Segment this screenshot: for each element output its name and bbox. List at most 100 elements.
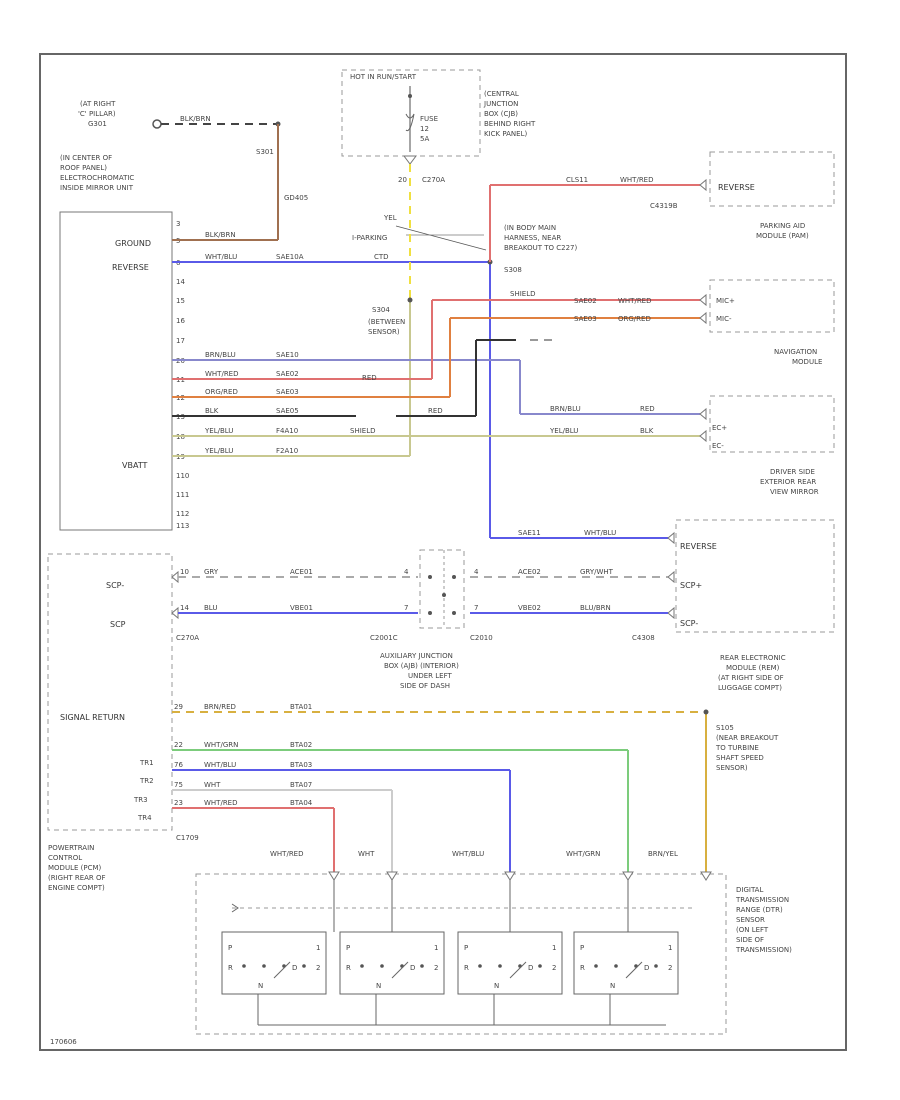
park-aid-box [709,151,835,207]
svg-text:UNDER LEFT: UNDER LEFT [408,672,452,680]
cjb-label: (CENTRAL JUNCTION BOX (CJB) BEHIND RIGHT… [483,90,536,138]
svg-text:LUGGAGE COMPT): LUGGAGE COMPT) [718,684,782,692]
dtr-switch-letter: N [610,982,615,990]
ext-mirror-label: DRIVER SIDE EXTERIOR REAR VIEW MIRROR [760,468,819,496]
c270a-label: C270A [176,634,199,642]
dtr-switch-group [573,931,679,995]
svg-text:23: 23 [174,799,183,807]
dtr-switch-letter: 2 [668,964,672,972]
dtr-switch-letter: 1 [552,944,556,952]
dtr-label: DIGITAL TRANSMISSION RANGE (DTR) SENSOR … [735,886,792,954]
svg-text:MODULE (PCM): MODULE (PCM) [48,864,101,872]
svg-text:AUXILIARY JUNCTION: AUXILIARY JUNCTION [380,652,453,660]
nav-c3-wire: ORG/RED [618,315,651,323]
svg-text:BOX (AJB) (INTERIOR): BOX (AJB) (INTERIOR) [384,662,459,670]
svg-text:VIEW MIRROR: VIEW MIRROR [770,488,819,496]
dtr-switch-group [339,931,445,995]
fuse-pin-label: 20 [398,176,407,184]
pcm-tr2-label: TR2 [139,777,154,785]
dtr-pin-connector [700,871,712,881]
rem-scp-minus-pin: SCP- [680,619,698,628]
dtr-switch-letter: 2 [316,964,320,972]
fuse-number: 12 [420,125,429,133]
svg-text:EXTERIOR REAR: EXTERIOR REAR [760,478,816,486]
mirror-pin-number: 113 [176,522,189,530]
dtr-contact [380,964,384,968]
scp-minus-circuit: VBE01 [290,604,313,612]
rem-label: REAR ELECTRONIC MODULE (REM) (AT RIGHT S… [718,654,786,692]
svg-text:TRANSMISSION): TRANSMISSION) [735,946,792,954]
scp-minus-wire: BLU [204,604,217,612]
mirror-pin-number: 111 [176,491,189,499]
svg-text:29: 29 [174,703,183,711]
dtr-switch-letter: 1 [668,944,672,952]
dtr-switch-letter: N [376,982,381,990]
svg-text:76: 76 [174,761,183,769]
wire-11-label: BRN/BLU [205,351,236,359]
diagram-ref-number: 170606 [50,1038,77,1046]
dtr-contact [498,964,502,968]
svg-text:10: 10 [180,568,189,576]
i-parking-label: I-PARKING [352,234,387,242]
park-aid-pin-label: REVERSE [718,183,755,192]
svg-text:WHT: WHT [358,850,375,858]
svg-text:SENSOR): SENSOR) [716,764,748,772]
svg-text:BOX (CJB): BOX (CJB) [484,110,518,118]
dtr-switch-group [221,931,327,995]
svg-text:POWERTRAIN: POWERTRAIN [48,844,94,852]
svg-text:'C' PILLAR): 'C' PILLAR) [78,110,116,118]
svg-text:(AT RIGHT: (AT RIGHT [80,100,116,108]
dtr-pin-connector [504,871,516,881]
dtr-switch-letter: R [228,964,233,972]
rem-box [675,519,835,633]
mirror-pin-number: 3 [176,220,180,228]
wire-mirror-ground-label: BLK/BRN [205,231,236,239]
mirror-label: (IN CENTER OF ROOF PANEL) ELECTROCHROMAT… [60,154,134,192]
dtr-contact [654,964,658,968]
dtr-sensor-box [195,873,727,1035]
pcm-label: POWERTRAIN CONTROL MODULE (PCM) (RIGHT R… [48,844,106,892]
dtr-switch-letter: D [644,964,649,972]
dtr-switch-arm [625,961,643,979]
dtr-contact [262,964,266,968]
mirror-pin-number: 14 [176,278,185,286]
mirror-pin-number: 16 [176,317,185,325]
svg-text:WHT/BLU: WHT/BLU [452,850,484,858]
svg-text:INSIDE MIRROR UNIT: INSIDE MIRROR UNIT [60,184,134,192]
g301-wire-label: BLK/BRN [180,115,211,123]
wire-19-label: YEL/BLU [204,427,233,435]
mirror-pin-number: 17 [176,337,185,345]
pcm-scp-label: SCP [110,620,126,629]
dtr-switch-letter: 2 [552,964,556,972]
svg-text:SIDE OF: SIDE OF [736,936,764,944]
park-aid-wire: WHT/RED [620,176,654,184]
svg-text:G301: G301 [88,120,107,128]
nav-mic-plus: MIC+ [716,297,735,305]
nav-c2-circuit: SAE02 [574,297,597,305]
ext-mirror-w1-wire: BRN/BLU [550,405,581,413]
dtr-pin-connector [386,871,398,881]
svg-text:(CENTRAL: (CENTRAL [484,90,519,98]
pcm-tr4-label: TR4 [137,814,152,822]
dtr-switch-arm [391,961,409,979]
dtr-contact [538,964,542,968]
rem-reverse-wire: WHT/BLU [584,529,616,537]
dtr-contact [302,964,306,968]
svg-text:ELECTROCHROMATIC: ELECTROCHROMATIC [60,174,134,182]
ext-mirror-w2-label: BLK [640,427,654,435]
wire-110-circuit: F2A10 [276,447,298,455]
fuse-amperage: 5A [420,135,429,143]
dtr-switch-letter: P [346,944,350,952]
mirror-module-box [59,211,173,531]
dtr-switch-letter: P [580,944,584,952]
wire-11-circuit: SAE10 [276,351,299,359]
ext-mirror-ec-plus: EC+ [712,424,727,432]
ext-mirror-w2-wire: YEL/BLU [549,427,578,435]
scp-plus-wire: GRY [204,568,219,576]
svg-text:DRIVER SIDE: DRIVER SIDE [770,468,815,476]
svg-text:S105: S105 [716,724,734,732]
dtr-switch-letter: N [258,982,263,990]
cjb-box [341,69,481,157]
wire-18-mid: RED [428,407,443,415]
